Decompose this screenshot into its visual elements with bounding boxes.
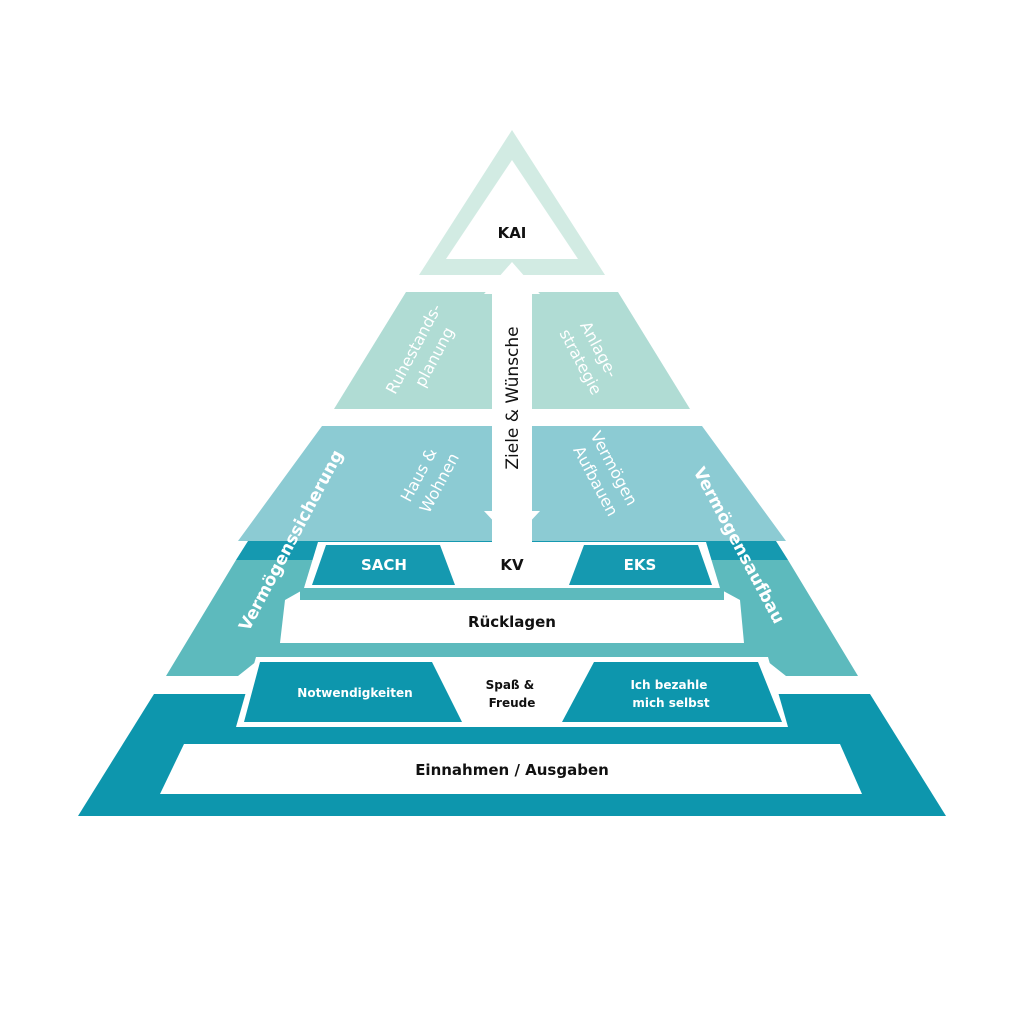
insurance-row: SACH KV EKS	[304, 542, 720, 588]
base-tier: Notwendigkeiten Spaß & Freude Ich bezahl…	[78, 657, 946, 816]
reserves-row: Rücklagen	[282, 600, 742, 643]
income-expenses-bar	[160, 744, 862, 794]
eks-box	[569, 545, 712, 585]
level-2-left-segment	[334, 292, 492, 409]
reserves-band-bottom	[262, 643, 762, 657]
sach-label: SACH	[361, 556, 407, 574]
kv-label: KV	[500, 556, 524, 574]
sach-box	[312, 545, 455, 585]
goals-double-arrow: Ziele & Wünsche	[484, 262, 540, 541]
pay-yourself-box	[562, 662, 782, 722]
level-2-tier: Ruhestands- planung Anlage- strategie	[334, 292, 690, 409]
reserves-label: Rücklagen	[468, 613, 556, 631]
income-expenses-label: Einnahmen / Ausgaben	[415, 761, 609, 779]
eks-label: EKS	[624, 556, 657, 574]
goals-wishes-label: Ziele & Wünsche	[503, 326, 523, 469]
double-arrow-icon	[484, 262, 540, 541]
reserves-bar	[282, 600, 742, 643]
fun-joy-label: Spaß & Freude	[486, 678, 539, 710]
level-3-right-segment	[532, 426, 786, 541]
reserves-band-top	[300, 587, 724, 600]
necessities-box	[244, 662, 462, 722]
apex-tier: KAI	[419, 130, 605, 275]
apex-label: KAI	[498, 224, 527, 242]
necessities-label: Notwendigkeiten	[297, 686, 412, 700]
level-2-right-segment	[532, 292, 690, 409]
pay-yourself-label: Ich bezahle mich selbst	[630, 678, 711, 710]
level-3-tier: Haus & Wohnen Vermögen Aufbauen	[238, 426, 786, 541]
level-3-left-segment	[238, 426, 492, 541]
apex-triangle-inner	[446, 160, 578, 259]
